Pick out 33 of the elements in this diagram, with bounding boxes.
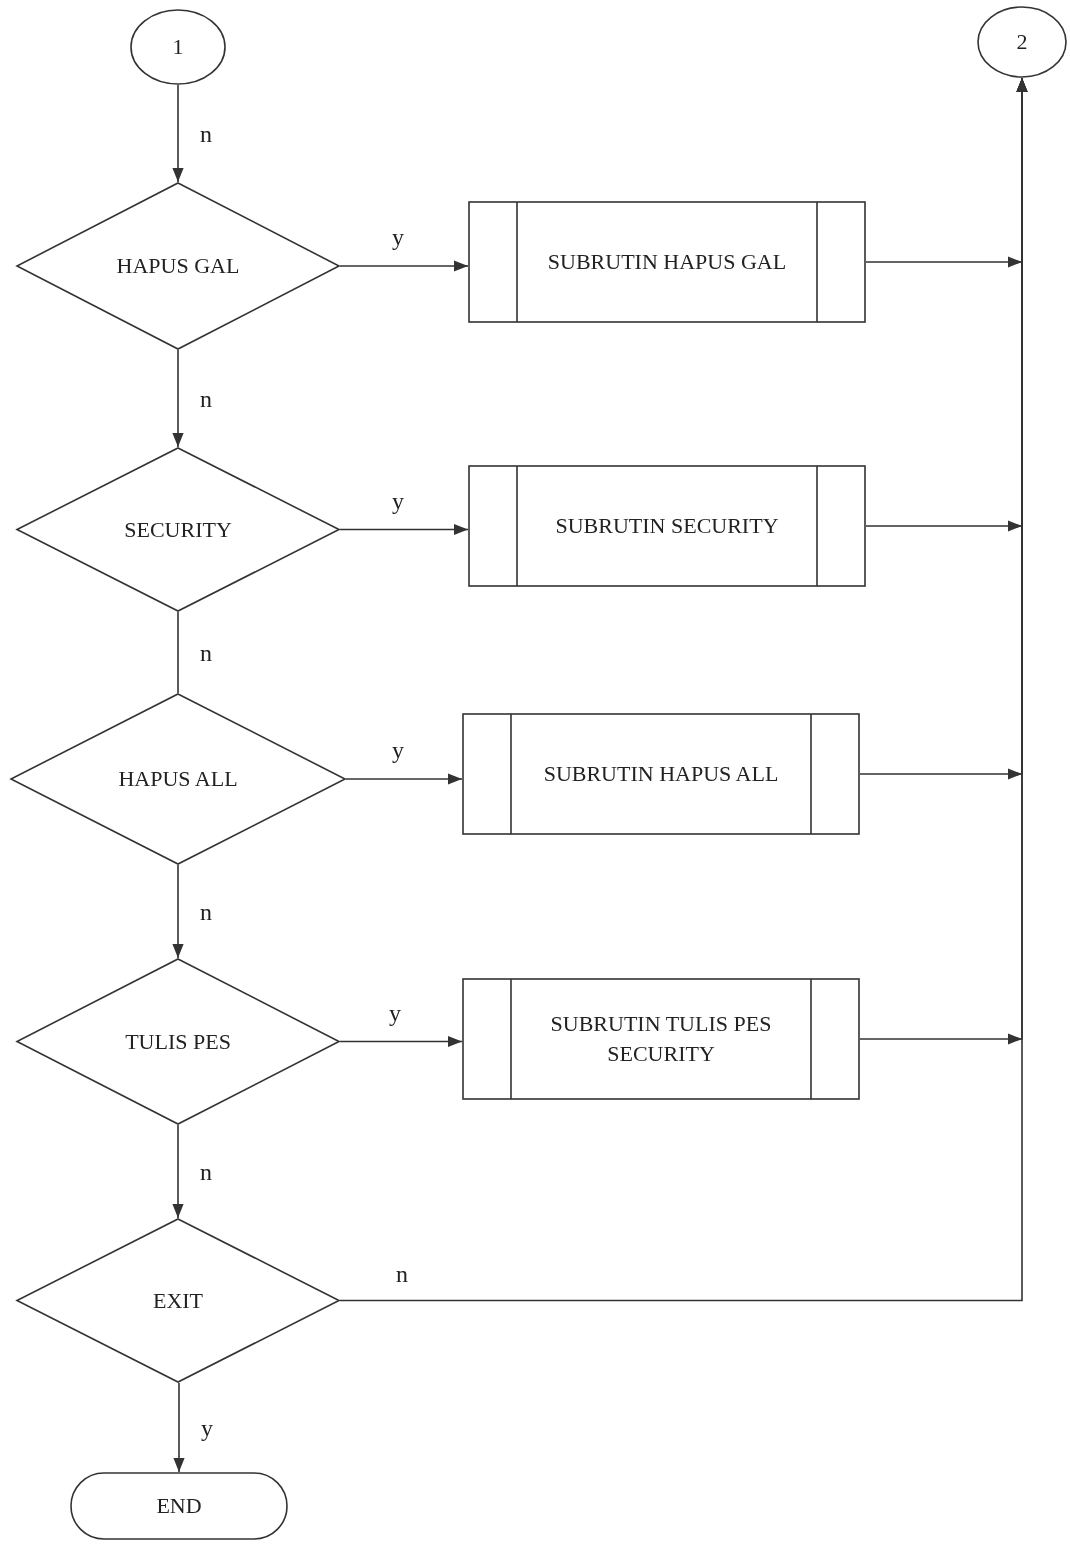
arrow [172, 1124, 184, 1219]
arrow [172, 84, 184, 183]
edge-label: y [389, 999, 401, 1026]
arrow [339, 260, 469, 272]
edge-label: y [392, 224, 404, 250]
node-label: SUBRUTIN HAPUS GAL [546, 248, 788, 276]
edge-label: n [200, 898, 212, 925]
node-label: SUBRUTIN SECURITY [554, 512, 780, 540]
edge-label: y [201, 1414, 213, 1441]
node-label: HAPUS GAL [115, 252, 241, 280]
edge-label: n [200, 120, 212, 147]
node-label: END [155, 1492, 203, 1520]
arrow [173, 1382, 185, 1473]
arrow [339, 1035, 463, 1048]
edge-label: n [200, 639, 212, 666]
node-label: 1 [171, 33, 185, 61]
arrow [172, 864, 184, 959]
edge-label: y [392, 487, 404, 514]
node-label: SUBRUTIN HAPUS ALL [542, 760, 780, 788]
arrow [339, 523, 469, 536]
edge-label: y [392, 737, 404, 763]
arrow [172, 349, 184, 448]
node-label: EXIT [151, 1286, 205, 1315]
arrow [345, 773, 463, 785]
edge-label: n [200, 1158, 212, 1185]
node-label: SECURITY [123, 515, 233, 544]
edge-label: n [200, 385, 212, 412]
edge-label: n [396, 1260, 408, 1287]
node-label: SUBRUTIN TULIS PES SECURITY [549, 1010, 773, 1068]
arrow [859, 77, 1028, 1045]
node-label: TULIS PES [124, 1027, 232, 1056]
node-label: 2 [1015, 28, 1029, 56]
node-label: HAPUS ALL [117, 765, 239, 793]
